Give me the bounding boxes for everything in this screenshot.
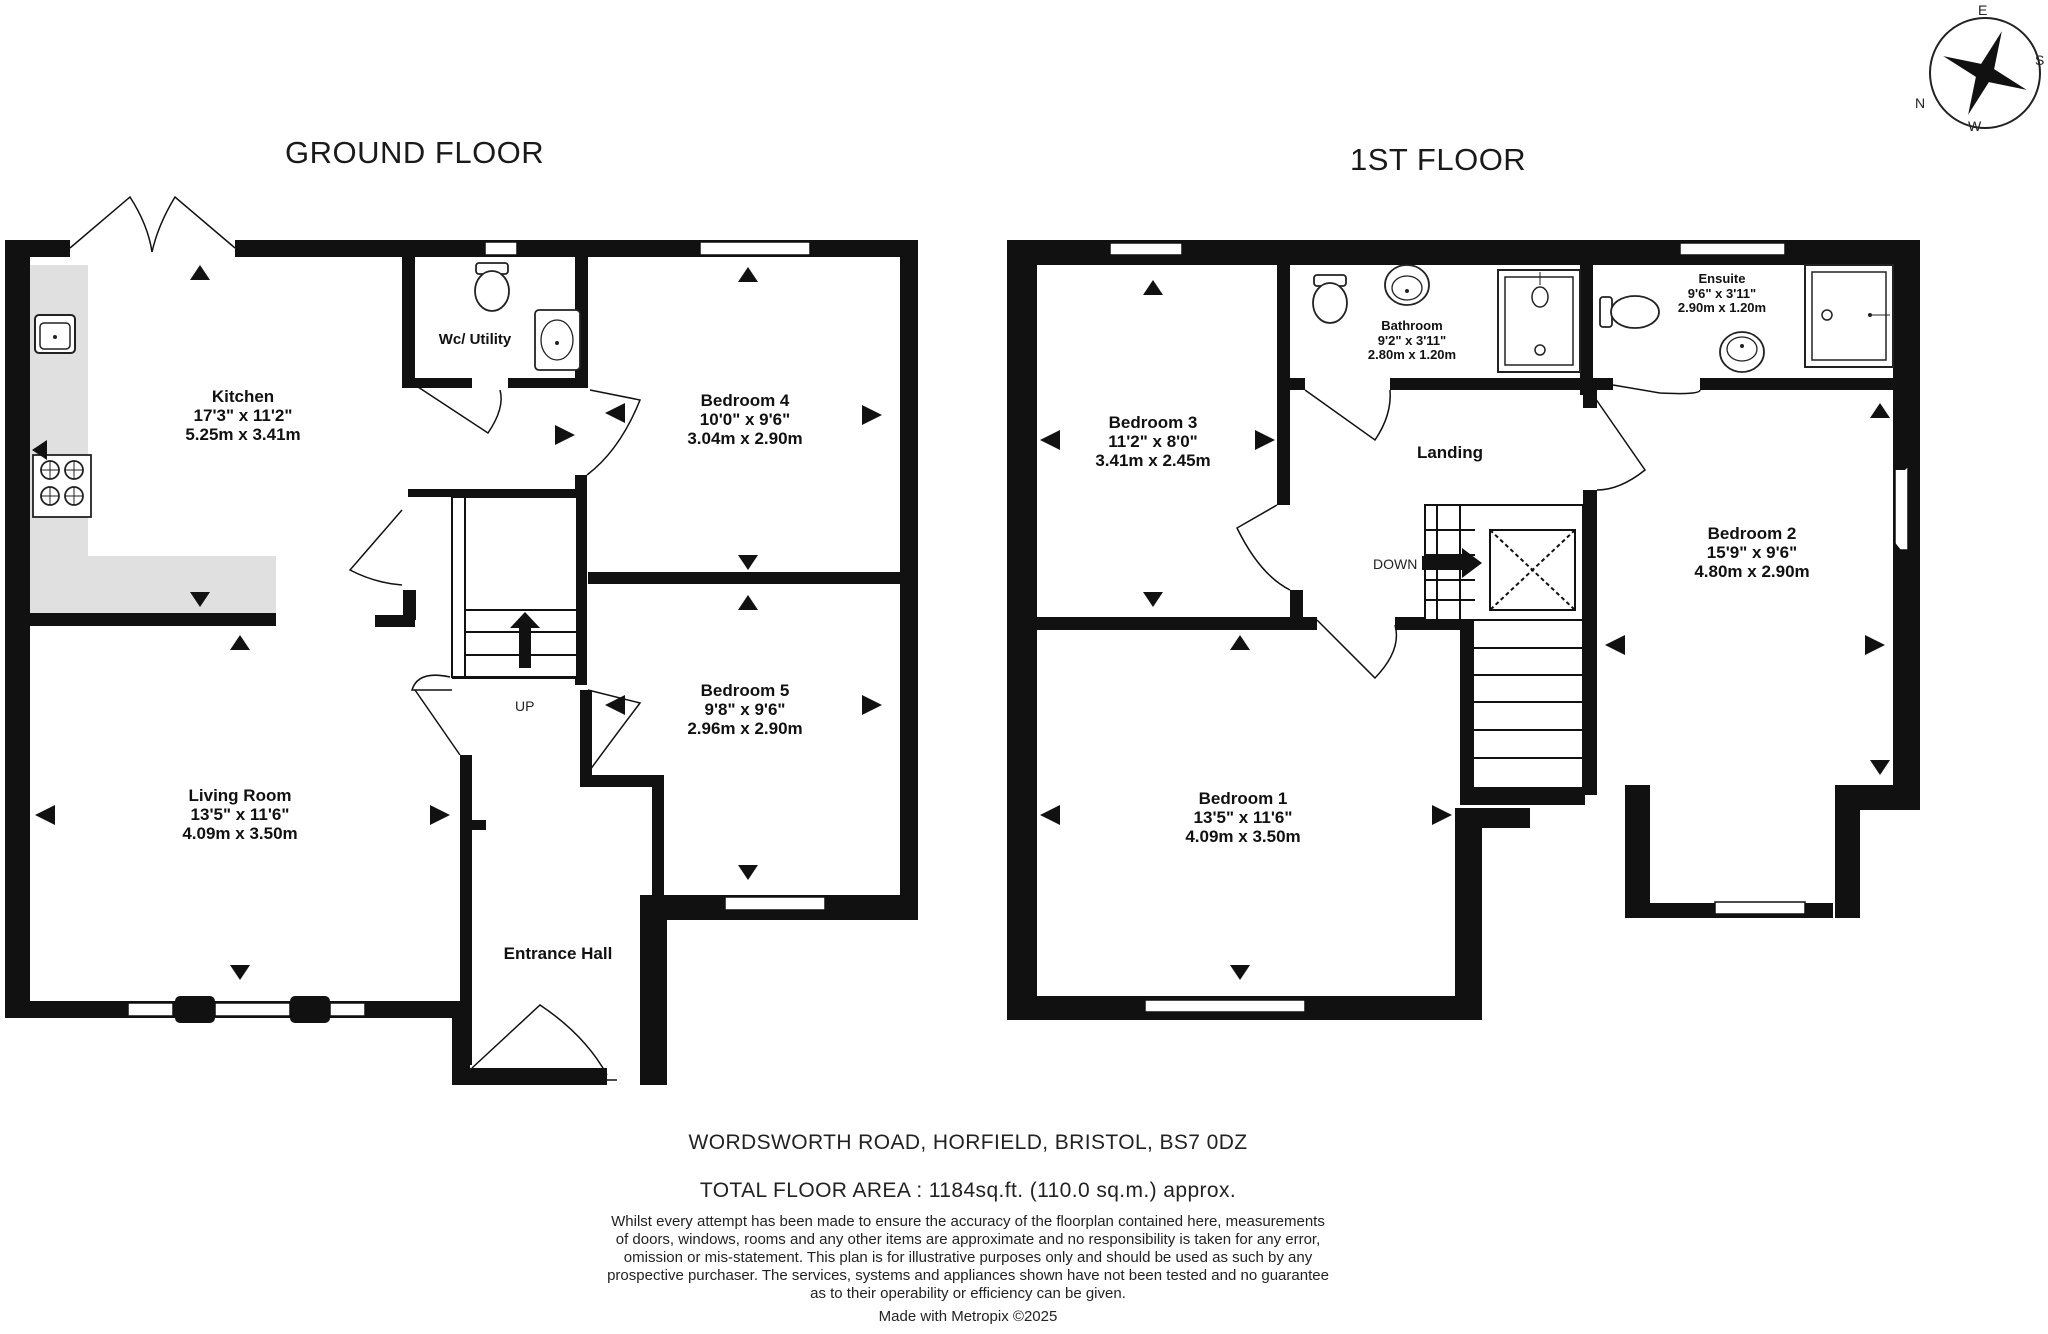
- first-windows: [1109, 242, 1909, 1013]
- room-label-kitchen: Kitchen 17'3" x 11'2" 5.25m x 3.41m: [185, 387, 301, 445]
- room-label-bedroom-3: Bedroom 3 11'2" x 8'0" 3.41m x 2.45m: [1095, 413, 1211, 471]
- first-floor-plan: [1007, 240, 1920, 1020]
- total-floor-area: TOTAL FLOOR AREA : 1184sq.ft. (110.0 sq.…: [699, 1179, 1237, 1202]
- down-arrow-icon: [1422, 548, 1482, 578]
- ground-staircase: [451, 496, 578, 679]
- room-label-ensuite: Ensuite 9'6" x 3'11" 2.90m x 1.20m: [1677, 271, 1767, 316]
- room-label-bedroom-1: Bedroom 1 13'5" x 11'6" 4.09m x 3.50m: [1185, 789, 1301, 847]
- ground-floor-plan: [5, 195, 918, 1085]
- ensuite-basin-icon: [1719, 331, 1765, 373]
- disclaimer-line: prospective purchaser. The services, sys…: [607, 1267, 1329, 1284]
- room-label-bedroom-4: Bedroom 4 10'0" x 9'6" 3.04m x 2.90m: [687, 391, 803, 449]
- compass-icon: [1929, 16, 2041, 129]
- disclaimer: Whilst every attempt has been made to en…: [0, 1213, 1936, 1303]
- disclaimer-line: of doors, windows, rooms and any other i…: [615, 1231, 1321, 1248]
- stair-down-label: DOWN: [1373, 556, 1418, 572]
- compass-north-label: N: [1915, 95, 1926, 111]
- ground-toilet-icon: [474, 262, 510, 312]
- room-label-bedroom-2: Bedroom 2 15'9" x 9'6" 4.80m x 2.90m: [1694, 524, 1810, 582]
- ensuite-shower-icon: [1804, 264, 1894, 368]
- disclaimer-line: as to their operability or efficiency ca…: [810, 1285, 1126, 1302]
- compass-south-label: S: [2035, 52, 2045, 68]
- ground-wc-basin-icon: [534, 309, 581, 371]
- disclaimer-line: Whilst every attempt has been made to en…: [611, 1213, 1325, 1230]
- bathroom-toilet-icon: [1312, 274, 1348, 324]
- ground-dimension-arrows: [32, 265, 882, 980]
- first-staircase: [1424, 504, 1584, 789]
- property-address: WORDSWORTH ROAD, HORFIELD, BRISTOL, BS7 …: [688, 1131, 1248, 1154]
- kitchen-sink-icon: [34, 314, 76, 354]
- room-label-landing: Landing: [1416, 443, 1484, 462]
- room-label-entrance-hall: Entrance Hall: [503, 944, 613, 963]
- room-label-wc-utility: Wc/ Utility: [438, 331, 512, 348]
- first-doors: [1236, 384, 1701, 680]
- first-floor-title: 1ST FLOOR: [1350, 142, 1527, 177]
- compass-east-label: E: [1978, 2, 1988, 18]
- room-label-living-room: Living Room 13'5" x 11'6" 4.09m x 3.50m: [182, 786, 298, 844]
- bathroom-basin-icon: [1384, 264, 1430, 306]
- first-internal-walls: [1037, 265, 1893, 805]
- compass-west-label: W: [1968, 118, 1982, 134]
- ground-windows: [127, 241, 826, 1017]
- first-dimension-arrows: [1040, 280, 1890, 980]
- disclaimer-line: omission or mis-statement. This plan is …: [623, 1249, 1313, 1266]
- room-label-bathroom: Bathroom 9'2" x 3'11" 2.80m x 1.20m: [1367, 318, 1457, 363]
- room-label-bedroom-5: Bedroom 5 9'8" x 9'6" 2.96m x 2.90m: [687, 681, 803, 739]
- ensuite-toilet-icon: [1599, 295, 1660, 329]
- metropix-credit: Made with Metropix ©2025: [878, 1308, 1058, 1325]
- bath-shower-icon: [1497, 269, 1581, 373]
- stair-up-label: UP: [515, 698, 535, 714]
- hob-icon: [32, 454, 92, 518]
- up-arrow-icon: [510, 612, 540, 668]
- ground-floor-title: GROUND FLOOR: [285, 135, 545, 170]
- kitchen-worktop: [30, 265, 276, 613]
- ground-doors: [69, 195, 642, 1081]
